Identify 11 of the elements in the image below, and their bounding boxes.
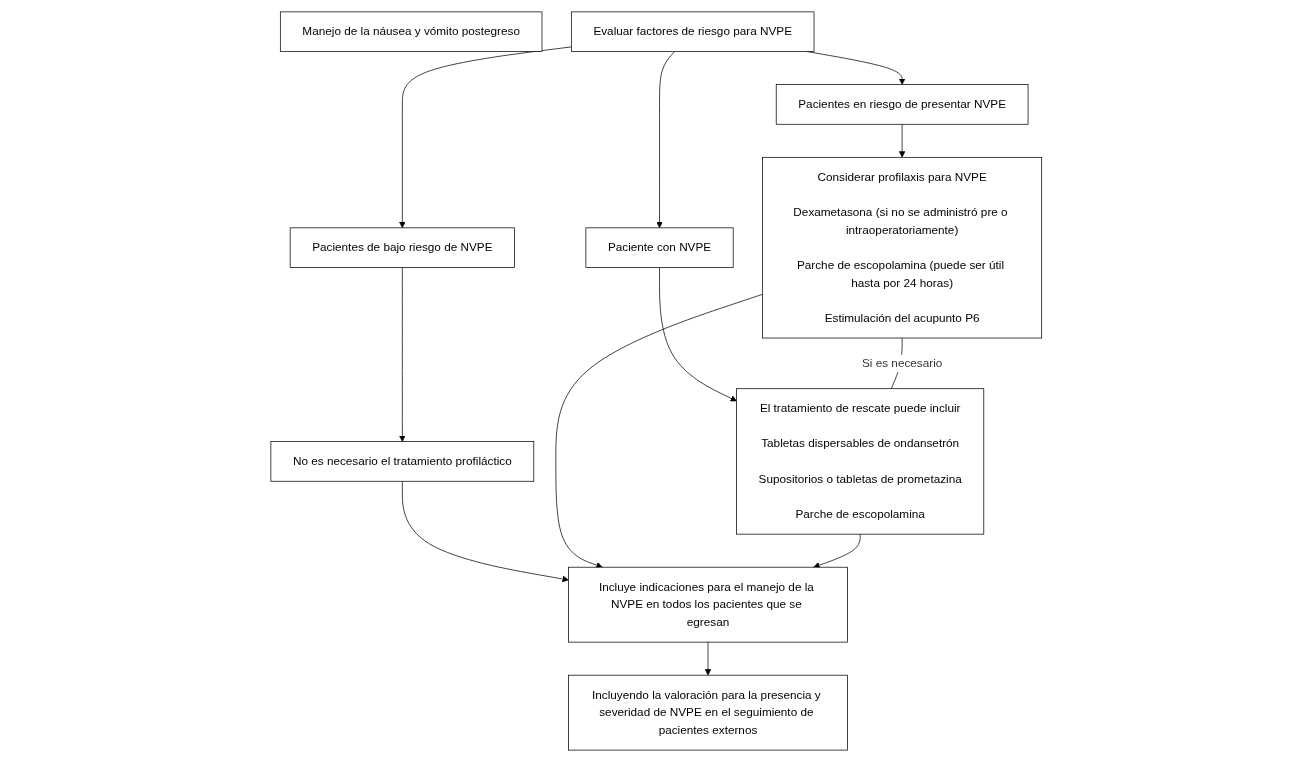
edge-label: Si es necesario (861, 356, 943, 370)
node-box: No es necesario el tratamiento profiláctico (270, 441, 534, 482)
node-box: Considerar profilaxis para NVPE Dexametasona (si no se administró pre o intraoperatoriamente) Parche de escopolamina (puede ser útil hasta por 24 horas) Estimulación del acupunto P6 (761, 156, 1042, 339)
node-box: Manejo de la náusea y vómito postegreso (279, 11, 543, 52)
node-box: Pacientes en riesgo de presentar NVPE (775, 84, 1029, 125)
node-box: Pacientes de bajo riesgo de NVPE (289, 227, 515, 268)
node-box: El tratamiento de rescate puede incluir Tabletas dispersables de ondansetrón Supositorios o tabletas de prometazina Parche de escopolamina (735, 388, 984, 535)
node-box: Incluye indicaciones para el manejo de la NVPE en todos los pacientes que se egresan (567, 566, 848, 643)
node-box: Paciente con NVPE (585, 227, 734, 268)
node-box: Incluyendo la valoración para la presencia y severidad de NVPE en el seguimiento de pacientes externos (567, 674, 848, 751)
node-box: Evaluar factores de riesgo para NVPE (570, 11, 815, 52)
